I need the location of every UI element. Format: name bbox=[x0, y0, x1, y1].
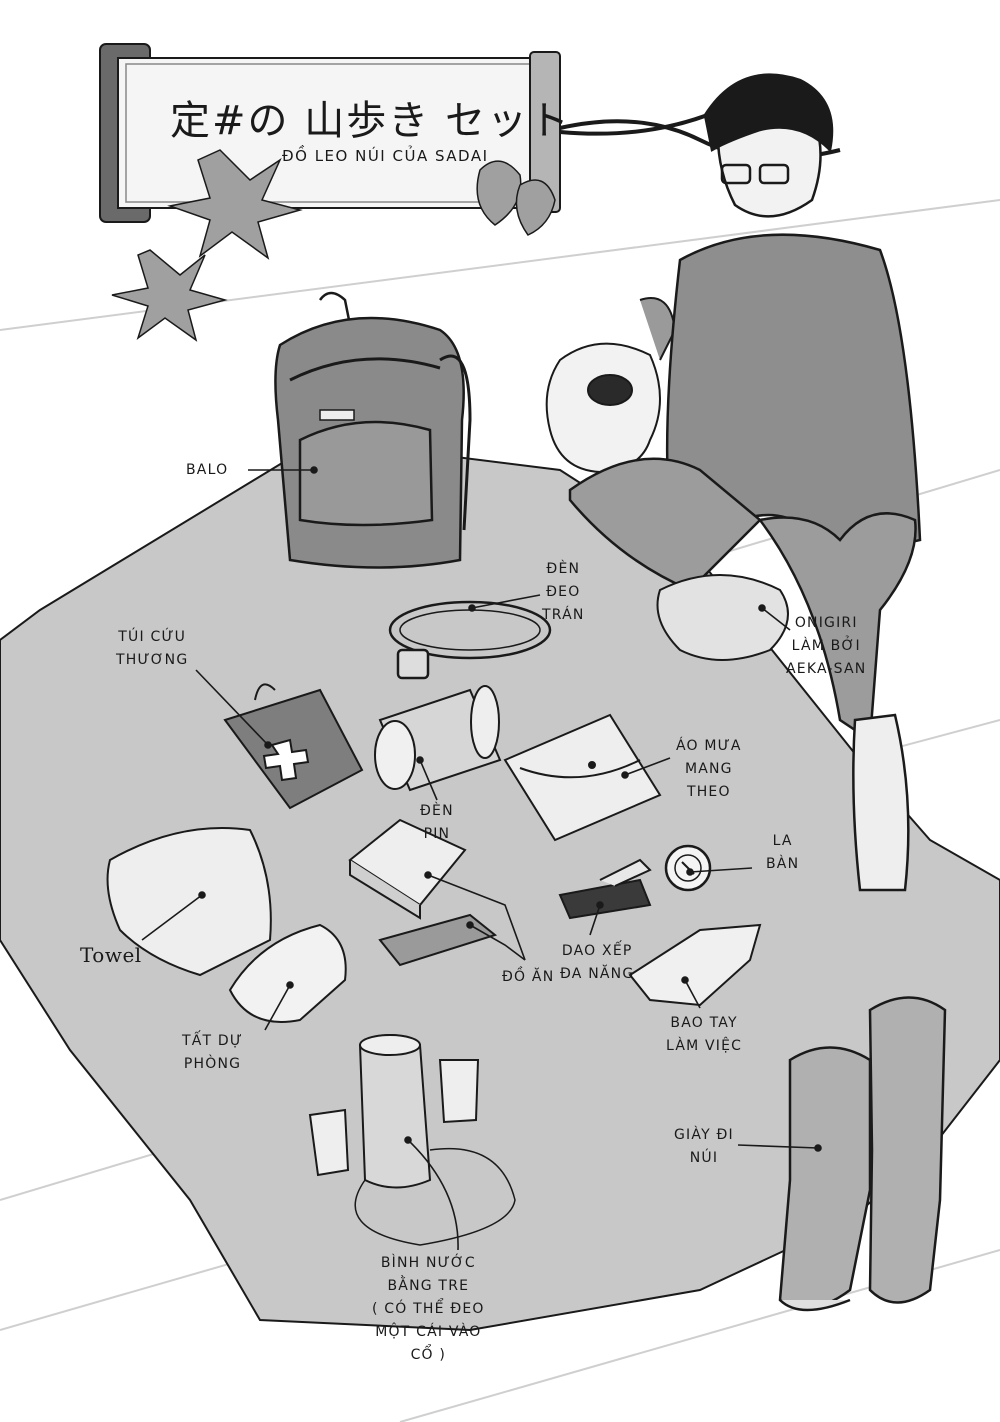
label-headlamp: ĐÈN ĐEO TRÁN bbox=[542, 558, 585, 627]
label-boots: GIÀY ĐI NÚI bbox=[674, 1124, 734, 1170]
label-raincoat-line: ÁO MƯA bbox=[676, 738, 742, 754]
label-towel: Towel bbox=[80, 944, 142, 967]
towel bbox=[106, 827, 272, 977]
label-canteen-line: ( CÓ THỂ ĐEO bbox=[372, 1301, 485, 1317]
hiking-boots bbox=[778, 996, 947, 1312]
title-japanese: 定#の 山歩き セット bbox=[170, 98, 571, 144]
label-socks: TẤT DỰ PHÒNG bbox=[182, 1030, 243, 1076]
label-compass-line: LA bbox=[772, 833, 793, 849]
label-compass: LA BÀN bbox=[766, 830, 799, 876]
label-first-aid: TÚI CỨU THƯƠNG bbox=[116, 626, 188, 672]
person bbox=[568, 73, 922, 892]
label-food: ĐỒ ĂN bbox=[502, 966, 554, 989]
work-gloves bbox=[628, 923, 762, 1007]
label-gloves-line: BAO TAY bbox=[670, 1015, 738, 1031]
label-balo-line: BALO bbox=[186, 462, 229, 478]
label-food-line: ĐỒ ĂN bbox=[502, 969, 555, 985]
label-onigiri: ONIGIRI LÀM BỞI AEKA-SAN bbox=[786, 612, 866, 681]
label-canteen: BÌNH NƯỚC BẰNG TRE ( CÓ THỂ ĐEO MỘT CÁI … bbox=[372, 1252, 485, 1367]
label-canteen-line: BẰNG TRE bbox=[387, 1278, 470, 1294]
food-tube bbox=[378, 913, 498, 967]
label-flashlight: ĐÈN PIN bbox=[420, 800, 454, 846]
label-towel-line: Towel bbox=[80, 943, 142, 967]
label-canteen-line: BÌNH NƯỚC bbox=[380, 1255, 476, 1271]
label-headlamp-line: TRÁN bbox=[542, 607, 585, 623]
compass bbox=[664, 844, 712, 892]
label-raincoat: ÁO MƯA MANG THEO bbox=[676, 735, 742, 804]
pocket-knife bbox=[558, 858, 652, 920]
spare-socks bbox=[228, 923, 347, 1023]
tanuki bbox=[545, 297, 677, 474]
headlamp bbox=[388, 600, 552, 680]
label-socks-line: PHÒNG bbox=[183, 1056, 242, 1072]
raincoat-packet bbox=[503, 713, 662, 842]
label-raincoat-line: MANG bbox=[684, 761, 733, 777]
label-gloves-line: LÀM VIỆC bbox=[666, 1038, 743, 1054]
onigiri-bundle bbox=[656, 574, 789, 661]
label-balo: BALO bbox=[186, 459, 228, 482]
label-first-aid-line: TÚI CỨU bbox=[118, 629, 187, 645]
label-onigiri-line: ONIGIRI bbox=[794, 615, 858, 631]
first-aid-pouch bbox=[223, 683, 364, 810]
title-scroll bbox=[99, 43, 841, 223]
label-canteen-line: CỔ ) bbox=[410, 1347, 447, 1363]
flashlight bbox=[374, 685, 502, 792]
label-knife-line: ĐA NĂNG bbox=[560, 966, 635, 982]
maple-leaves bbox=[111, 149, 556, 342]
label-boots-line: GIÀY ĐI bbox=[674, 1127, 734, 1143]
label-compass-line: BÀN bbox=[766, 856, 800, 872]
backpack bbox=[274, 291, 472, 569]
label-knife-line: DAO XẾP bbox=[561, 943, 633, 959]
label-socks-line: TẤT DỰ bbox=[182, 1033, 244, 1049]
label-canteen-line: MỘT CÁI VÀO bbox=[375, 1324, 482, 1340]
label-onigiri-line: AEKA-SAN bbox=[786, 661, 867, 677]
title-vietnamese: ĐỒ LEO NÚI CỦA SADAI bbox=[282, 147, 489, 165]
label-onigiri-line: LÀM BỞI bbox=[791, 638, 861, 654]
label-headlamp-line: ĐÈN bbox=[546, 561, 581, 577]
bamboo-canteen bbox=[308, 1034, 516, 1246]
label-knife: DAO XẾP ĐA NĂNG bbox=[560, 940, 634, 986]
label-boots-line: NÚI bbox=[689, 1150, 719, 1166]
food-box bbox=[348, 818, 467, 920]
label-first-aid-line: THƯƠNG bbox=[116, 652, 189, 668]
label-flashlight-line: ĐÈN bbox=[420, 803, 454, 819]
label-gloves: BAO TAY LÀM VIỆC bbox=[666, 1012, 742, 1058]
leader-lines bbox=[141, 466, 822, 1251]
label-flashlight-line: PIN bbox=[423, 826, 451, 842]
label-headlamp-line: ĐEO bbox=[546, 584, 581, 600]
label-raincoat-line: THEO bbox=[686, 784, 731, 800]
